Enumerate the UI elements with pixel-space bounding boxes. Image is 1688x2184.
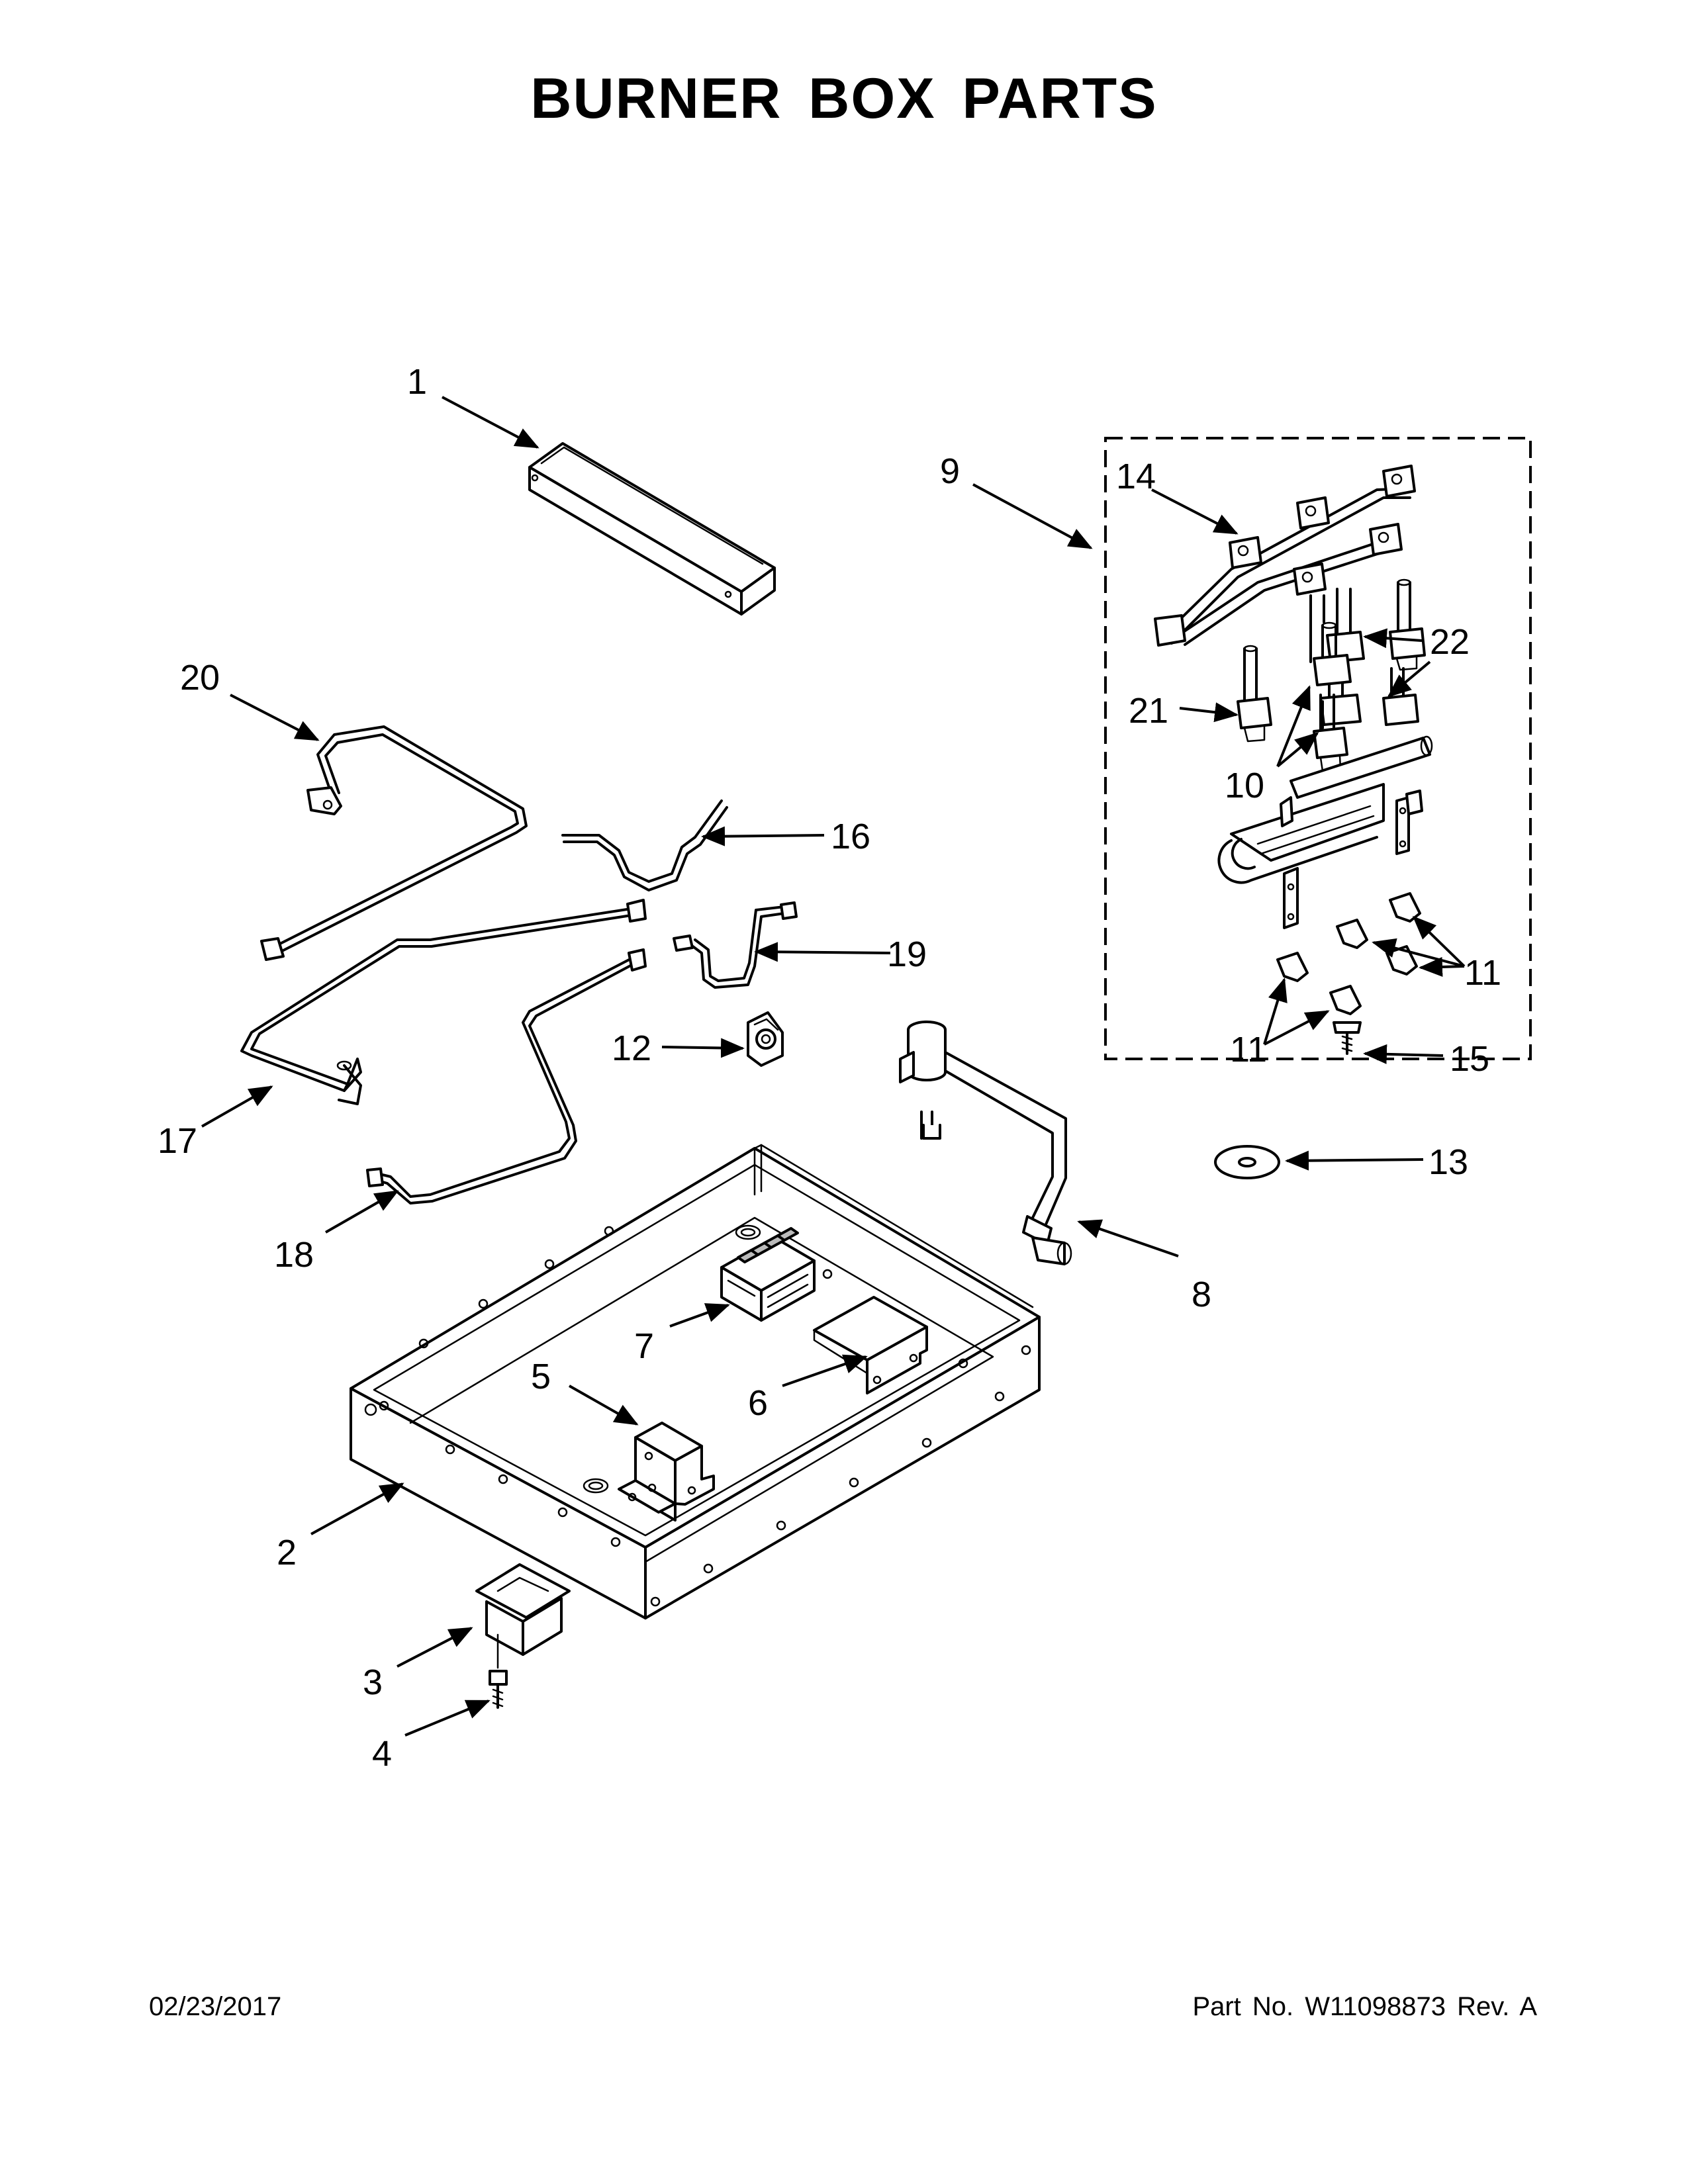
footer-part-number: Part No. W11098873 Rev. A xyxy=(1192,1992,1537,2021)
callout-11a: 11 xyxy=(1464,953,1501,993)
callout-2: 2 xyxy=(277,1533,297,1572)
callout-17: 17 xyxy=(158,1121,197,1161)
callout-8: 8 xyxy=(1192,1275,1211,1314)
callout-7: 7 xyxy=(634,1326,654,1366)
part-14-igniter-harness xyxy=(1154,465,1416,647)
part-15-screw xyxy=(1333,1021,1362,1055)
callout-22: 22 xyxy=(1430,622,1470,662)
part-21-gas-valve xyxy=(1237,645,1272,743)
callout-13: 13 xyxy=(1429,1142,1468,1182)
part-16-tube xyxy=(561,799,728,891)
part-8-inlet-pipe xyxy=(899,1021,1072,1265)
part-3-junction-box xyxy=(475,1563,571,1656)
callout-10: 10 xyxy=(1225,766,1264,805)
callout-16: 16 xyxy=(831,817,870,856)
callout-1: 1 xyxy=(407,362,427,402)
callout-6: 6 xyxy=(748,1383,768,1423)
part-11-clips xyxy=(1276,892,1421,1015)
callout-3: 3 xyxy=(363,1662,383,1702)
part-9-manifold xyxy=(1217,735,1433,929)
callout-19: 19 xyxy=(887,934,927,974)
part-9-kit-boundary xyxy=(1104,437,1532,1060)
callout-5: 5 xyxy=(531,1357,551,1396)
callout-9: 9 xyxy=(940,451,960,491)
callout-11b: 11 xyxy=(1230,1030,1267,1069)
callout-14: 14 xyxy=(1116,457,1156,496)
part-7-terminal-block xyxy=(720,1227,816,1322)
part-6-cover-plate xyxy=(813,1296,928,1394)
part-17-gas-tube xyxy=(240,899,647,1105)
part-22-gas-valve xyxy=(1382,578,1426,726)
page-title: BURNER BOX PARTS xyxy=(530,67,1158,130)
part-18-gas-tube xyxy=(366,948,647,1205)
callout-4: 4 xyxy=(372,1734,392,1774)
callout-15: 15 xyxy=(1450,1039,1489,1079)
callout-18: 18 xyxy=(274,1235,314,1275)
leader-arrows xyxy=(201,396,1466,1737)
footer-date: 02/23/2017 xyxy=(149,1992,282,2021)
part-1-trim-channel xyxy=(528,442,776,615)
part-12-igniter-module xyxy=(747,1011,784,1067)
callout-21: 21 xyxy=(1129,691,1168,731)
part-2-burner-box xyxy=(350,1144,1041,1619)
callout-12: 12 xyxy=(612,1028,651,1068)
callout-labels: 1 9 14 20 22 21 16 10 19 11 12 11 15 13 … xyxy=(158,362,1501,1774)
part-13-washer xyxy=(1214,1145,1280,1179)
callout-20: 20 xyxy=(180,658,220,698)
part-19-gas-tube xyxy=(673,901,798,989)
part-5-bracket xyxy=(618,1422,715,1522)
part-20-gas-tube xyxy=(260,725,528,961)
part-4-screw xyxy=(489,1633,508,1709)
